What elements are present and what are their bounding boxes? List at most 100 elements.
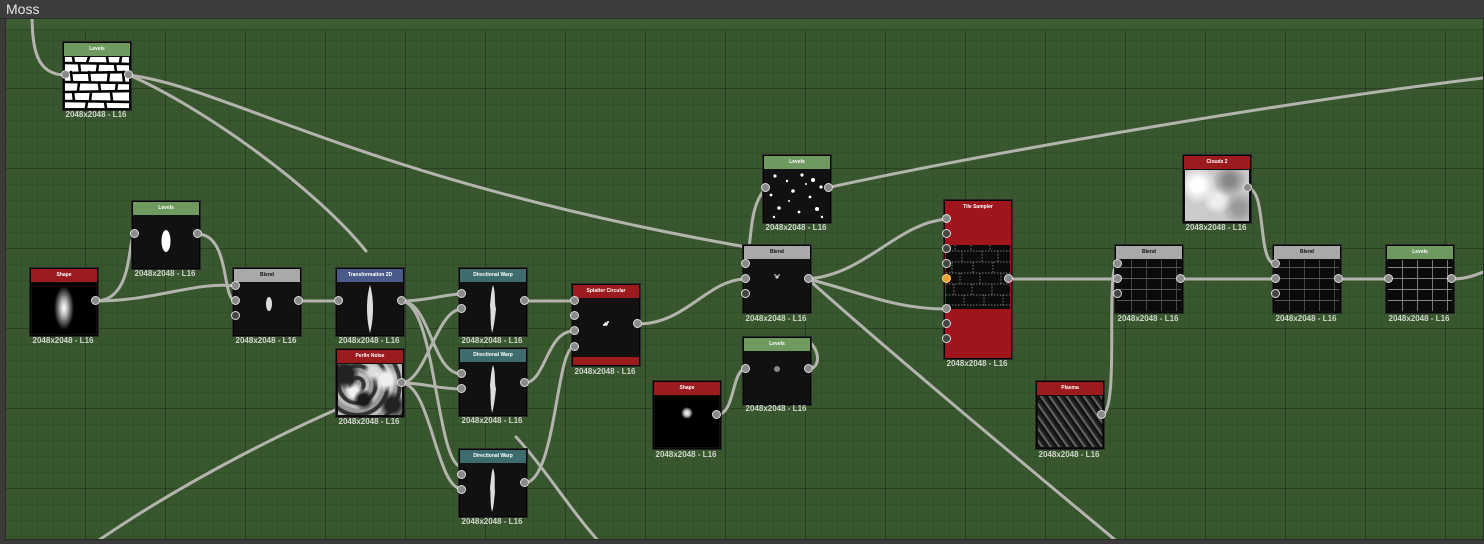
output-port[interactable] — [124, 70, 133, 79]
input-port[interactable] — [457, 485, 466, 494]
input-port[interactable] — [1113, 274, 1122, 283]
wire — [399, 292, 464, 303]
input-port[interactable] — [1384, 274, 1393, 283]
output-port[interactable] — [91, 296, 100, 305]
node-tile-sampler[interactable]: Tile Sampler — [944, 200, 1012, 359]
output-port[interactable] — [712, 410, 721, 419]
input-port[interactable] — [741, 274, 750, 283]
input-port[interactable] — [741, 289, 750, 298]
input-port[interactable] — [1113, 289, 1122, 298]
input-port[interactable] — [457, 384, 466, 393]
node-levels-3[interactable]: Levels — [743, 337, 811, 405]
input-port-active[interactable] — [942, 274, 951, 283]
output-port[interactable] — [520, 296, 529, 305]
node-preview — [461, 363, 525, 414]
node-levels-1[interactable]: Levels — [63, 42, 131, 110]
wire — [522, 329, 576, 385]
output-port[interactable] — [294, 296, 303, 305]
wire — [806, 277, 1117, 539]
input-port[interactable] — [570, 326, 579, 335]
output-port[interactable] — [520, 478, 529, 487]
node-title: Plasma — [1037, 382, 1103, 395]
node-blend-3[interactable]: Blend — [1115, 245, 1183, 313]
output-port[interactable] — [520, 378, 529, 387]
input-port[interactable] — [334, 296, 343, 305]
input-port[interactable] — [741, 259, 750, 268]
input-port[interactable] — [457, 369, 466, 378]
input-port[interactable] — [942, 334, 951, 343]
wire — [399, 299, 464, 469]
input-port[interactable] — [61, 70, 70, 79]
input-port[interactable] — [570, 311, 579, 320]
node-perlin-noise[interactable]: Perlin Noise — [336, 349, 404, 417]
input-port[interactable] — [457, 289, 466, 298]
input-port[interactable] — [570, 296, 579, 305]
node-title: Directional Warp — [460, 450, 526, 463]
output-port[interactable] — [1004, 274, 1013, 283]
preview-image — [266, 297, 272, 311]
input-port[interactable] — [1271, 289, 1280, 298]
wire — [824, 76, 1483, 190]
input-port[interactable] — [942, 244, 951, 253]
input-port[interactable] — [1113, 259, 1122, 268]
node-transformation-2d[interactable]: Transformation 2D — [336, 268, 404, 336]
output-port[interactable] — [1334, 274, 1343, 283]
input-port[interactable] — [570, 342, 579, 351]
wire — [399, 307, 464, 385]
output-port[interactable] — [193, 229, 202, 238]
output-port[interactable] — [804, 364, 813, 373]
node-directional-warp-3[interactable]: Directional Warp — [459, 449, 527, 517]
node-levels-4[interactable]: Levels — [763, 155, 831, 223]
output-port[interactable] — [397, 296, 406, 305]
node-resolution: 2048x2048 - L16 — [1275, 314, 1337, 323]
node-resolution: 2048x2048 - L16 — [134, 269, 196, 278]
input-port[interactable] — [1271, 259, 1280, 268]
input-port[interactable] — [457, 470, 466, 479]
node-title: Levels — [744, 338, 810, 351]
node-blend-4[interactable]: Blend — [1273, 245, 1341, 313]
output-port[interactable] — [1176, 274, 1185, 283]
output-port[interactable] — [824, 183, 833, 192]
output-port[interactable] — [804, 274, 813, 283]
node-title: Directional Warp — [460, 349, 526, 362]
input-port[interactable] — [741, 364, 750, 373]
wire — [522, 345, 576, 485]
node-splatter-circular[interactable]: Splatter Circular — [572, 284, 640, 366]
input-port[interactable] — [942, 304, 951, 313]
node-plasma[interactable]: Plasma — [1036, 381, 1104, 449]
node-resolution: 2048x2048 - L16 — [461, 336, 523, 345]
node-levels-5[interactable]: Levels — [1386, 245, 1454, 313]
node-shape-2[interactable]: Shape — [653, 381, 721, 449]
input-port[interactable] — [942, 319, 951, 328]
input-port[interactable] — [942, 229, 951, 238]
preview-image — [769, 173, 824, 219]
input-port[interactable] — [231, 311, 240, 320]
output-port[interactable] — [397, 378, 406, 387]
node-shape-1[interactable]: Shape — [30, 268, 98, 336]
input-port[interactable] — [231, 281, 240, 290]
node-title: Splatter Circular — [573, 285, 639, 298]
input-port[interactable] — [1271, 274, 1280, 283]
node-title: Levels — [764, 156, 830, 169]
node-resolution: 2048x2048 - L16 — [65, 110, 127, 119]
node-blend-2[interactable]: Blend — [743, 245, 811, 313]
frame-titlebar[interactable]: Moss — [0, 0, 1484, 19]
node-directional-warp-1[interactable]: Directional Warp — [459, 268, 527, 336]
output-port[interactable] — [633, 319, 642, 328]
input-port[interactable] — [130, 229, 139, 238]
output-port[interactable] — [1447, 274, 1456, 283]
node-clouds-2[interactable]: Clouds 2 — [1183, 155, 1251, 223]
input-port[interactable] — [457, 304, 466, 313]
node-directional-warp-2[interactable]: Directional Warp — [459, 348, 527, 416]
node-preview — [765, 170, 829, 221]
output-port[interactable] — [1097, 410, 1106, 419]
node-blend-1[interactable]: Blend — [233, 268, 301, 336]
input-port[interactable] — [942, 259, 951, 268]
input-port[interactable] — [942, 214, 951, 223]
node-resolution: 2048x2048 - L16 — [745, 404, 807, 413]
input-port[interactable] — [761, 183, 770, 192]
node-levels-2[interactable]: Levels — [132, 201, 200, 269]
output-port[interactable] — [1243, 183, 1252, 192]
input-port[interactable] — [231, 296, 240, 305]
node-graph-canvas[interactable]: Levels 2048x2048 - L16 Levels 2048x2048 … — [5, 18, 1484, 540]
